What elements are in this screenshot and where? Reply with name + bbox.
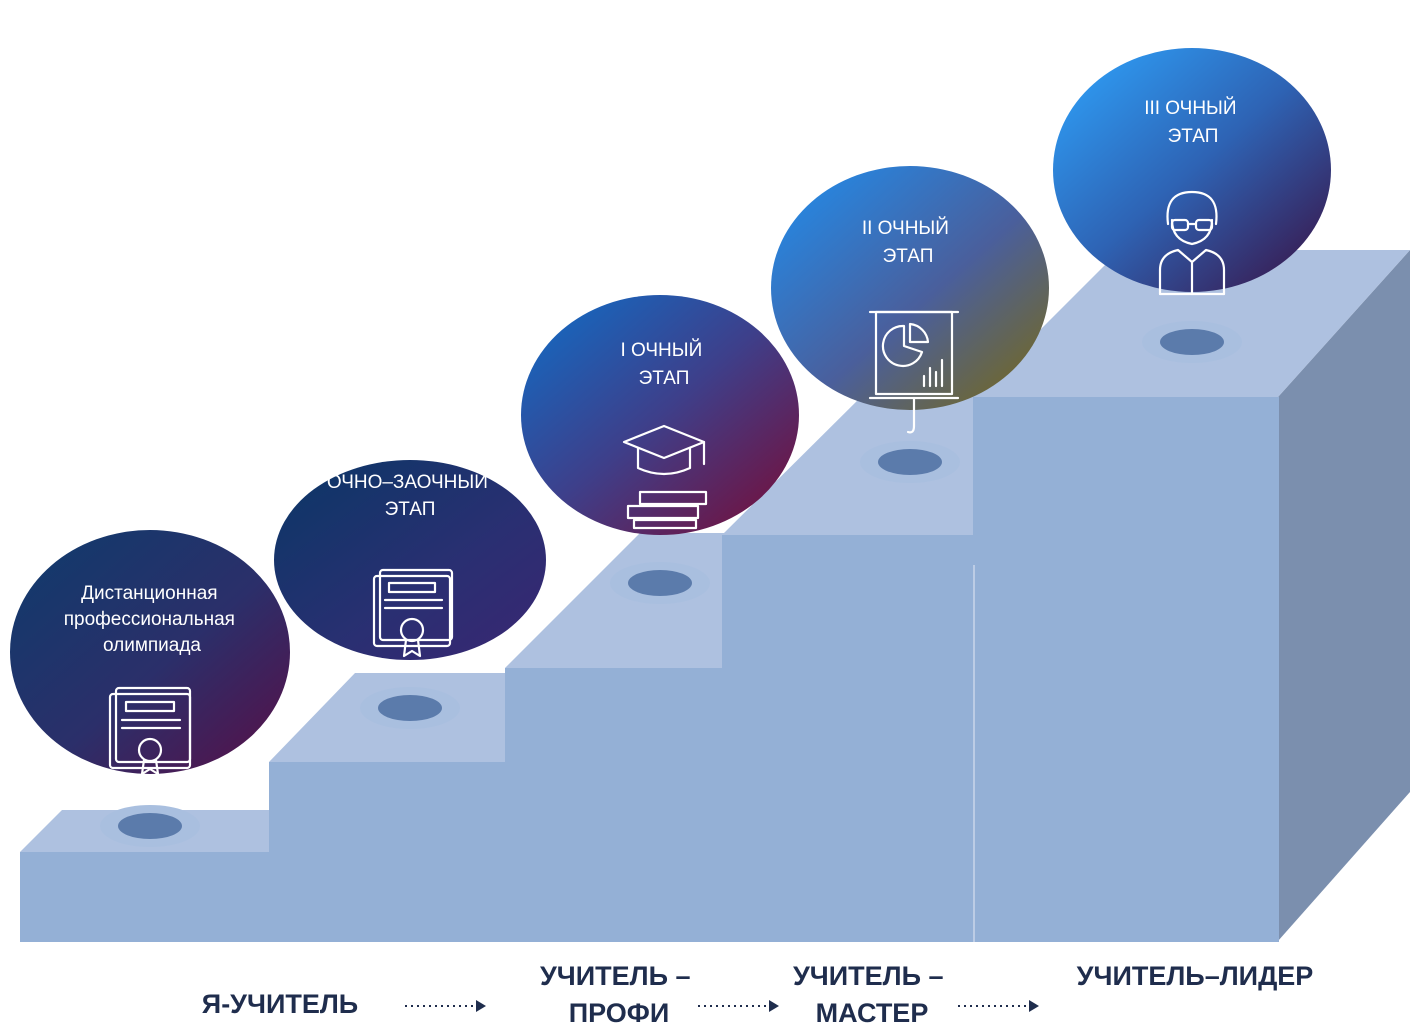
- level-4-label: УЧИТЕЛЬ–ЛИДЕР: [1077, 961, 1314, 991]
- presentation-board-icon: [868, 310, 960, 434]
- stage-2-bubble: ОЧНО–ЗАОЧНЫЙ ЭТАП: [274, 460, 546, 660]
- certificate-icon: [108, 686, 192, 776]
- dotted-arrow-icon: [405, 1000, 486, 1012]
- disc-1: [100, 805, 200, 847]
- stage-5-bubble: III ОЧНЫЙ ЭТАП: [1053, 48, 1331, 296]
- certificate-icon: [372, 568, 454, 658]
- step-5-front: [973, 397, 1279, 942]
- stage-3-bubble: I ОЧНЫЙ ЭТАП: [521, 295, 799, 535]
- stage-3-label: I ОЧНЫЙ ЭТАП: [620, 339, 707, 389]
- stage-1-bubble: Дистанционная профессиональная олимпиада: [10, 530, 290, 776]
- stage-1-label: Дистанционная профессиональная олимпиада: [64, 583, 240, 656]
- step-discs: [100, 321, 1242, 847]
- stage-2-label: ОЧНО–ЗАОЧНЫЙ ЭТАП: [327, 471, 493, 520]
- stair-side-face: [1278, 250, 1410, 941]
- dotted-arrow-icon: [698, 1000, 779, 1012]
- step-4-front: [722, 535, 974, 942]
- level-labels: Я-УЧИТЕЛЬ УЧИТЕЛЬ – ПРОФИ УЧИТЕЛЬ – МАСТ…: [202, 961, 1314, 1028]
- level-arrows: [405, 1000, 1039, 1012]
- stage-4-label: II ОЧНЫЙ ЭТАП: [862, 217, 954, 267]
- level-2-label: УЧИТЕЛЬ – ПРОФИ: [540, 961, 698, 1028]
- level-1-label: Я-УЧИТЕЛЬ: [202, 989, 358, 1019]
- disc-5: [1142, 321, 1242, 363]
- dotted-arrow-icon: [958, 1000, 1039, 1012]
- disc-2: [360, 687, 460, 729]
- step-1-front: [20, 852, 270, 942]
- stage-4-bubble: II ОЧНЫЙ ЭТАП: [771, 166, 1049, 434]
- teacher-person-icon: [1158, 190, 1226, 296]
- graduation-cap-books-icon: [622, 424, 708, 530]
- disc-3: [610, 562, 710, 604]
- stage-5-label: III ОЧНЫЙ ЭТАП: [1144, 97, 1242, 147]
- step-3-front: [505, 668, 723, 942]
- step-2-front: [269, 762, 505, 942]
- level-3-label: УЧИТЕЛЬ – МАСТЕР: [793, 961, 951, 1028]
- disc-4: [860, 441, 960, 483]
